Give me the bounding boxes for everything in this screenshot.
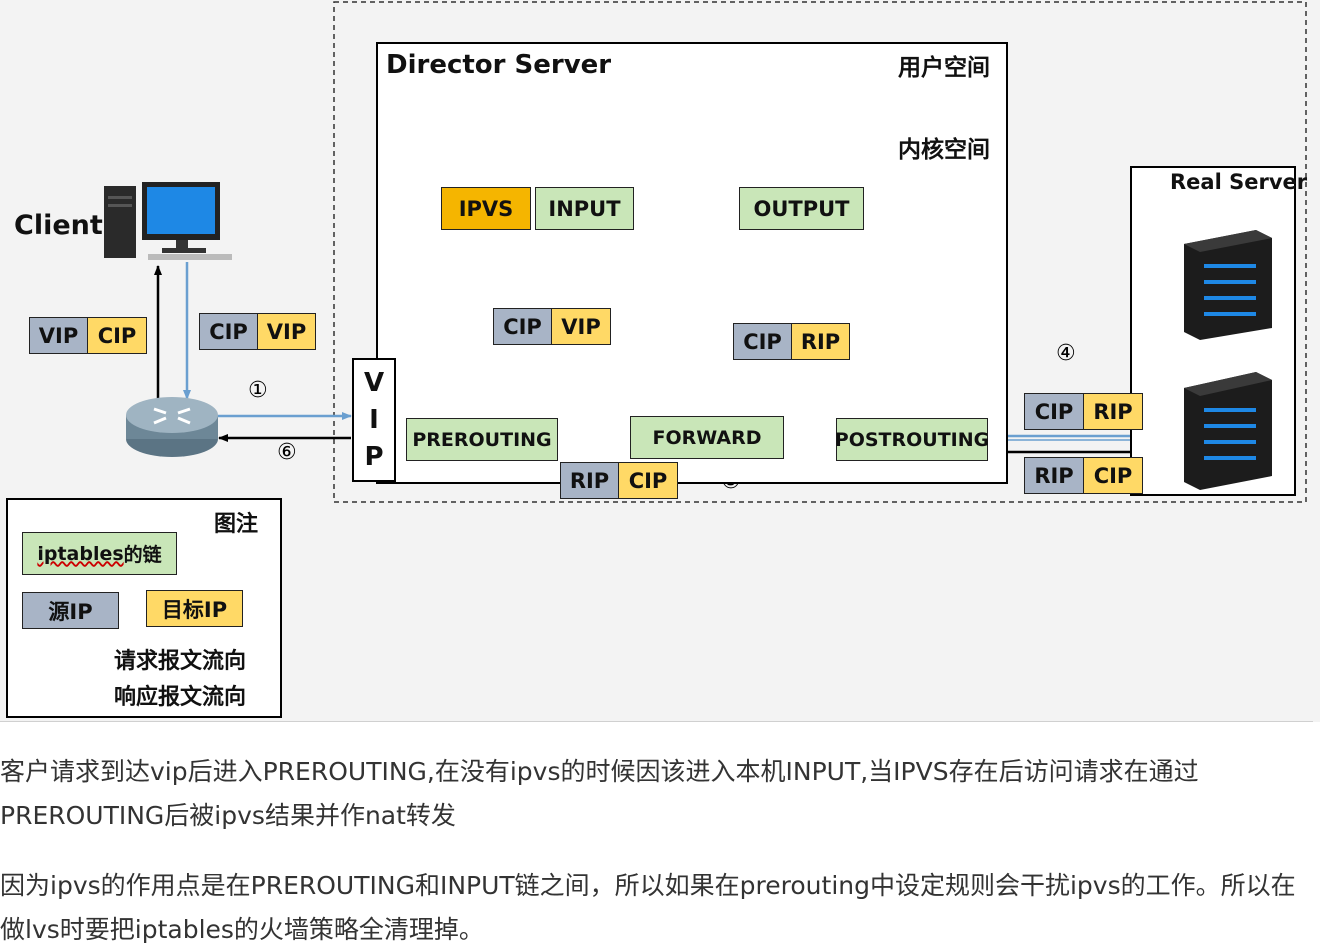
client-req-dst: VIP <box>257 313 316 350</box>
step3-src: CIP <box>733 323 792 360</box>
real-server-label: Real Server <box>1170 170 1308 194</box>
vip-interface: V I P <box>352 358 396 482</box>
legend-dst-swatch: 目标IP <box>146 590 243 627</box>
server-icon-bottom <box>1184 372 1272 490</box>
vip-letter-i: I <box>369 404 379 435</box>
computer-icon <box>104 182 232 260</box>
client-resp-src: VIP <box>29 317 88 354</box>
legend-response-label: 响应报文流向 <box>114 685 247 710</box>
step6-label: ⑥ <box>277 440 297 465</box>
figure-separator <box>0 721 1313 722</box>
step2-dst: VIP <box>551 308 611 345</box>
step2-src: CIP <box>493 308 552 345</box>
vip-letter-p: P <box>364 442 384 473</box>
step1-label: ① <box>248 378 268 403</box>
step4-src: CIP <box>1024 393 1084 430</box>
step3-dst: RIP <box>791 323 850 360</box>
kernel-space-label: 内核空间 <box>898 137 990 163</box>
legend-chain-suffix: 的链 <box>123 544 162 566</box>
ipvs-chain: IPVS <box>441 187 531 230</box>
client-req-src: CIP <box>199 313 258 350</box>
user-space-label: 用户空间 <box>898 55 990 81</box>
input-chain: INPUT <box>535 187 634 230</box>
prerouting-chain: PREROUTING <box>406 418 558 461</box>
legend-chain-prefix: iptables <box>37 542 124 565</box>
step5-dst: CIP <box>618 462 678 499</box>
step4-dst: RIP <box>1083 393 1143 430</box>
director-dashed-frame <box>333 1 1307 503</box>
director-server-box <box>376 42 1008 484</box>
real-resp-dst: CIP <box>1083 457 1143 494</box>
client-resp-dst: CIP <box>87 317 147 354</box>
server-icon-top <box>1184 230 1272 340</box>
vip-letter-v: V <box>363 367 385 398</box>
step4-label: ④ <box>1056 341 1076 366</box>
legend-request-label: 请求报文流向 <box>114 649 247 674</box>
lvs-nat-diagram: Client VIP CIP CIP VIP ① ② ③ ④ ⑤ ⑥ Direc… <box>0 0 1320 722</box>
legend-src-swatch: 源IP <box>22 592 119 629</box>
forward-chain: FORWARD <box>630 416 784 459</box>
output-chain: OUTPUT <box>739 187 864 230</box>
legend-title: 图注 <box>214 512 259 537</box>
router-icon <box>126 397 218 457</box>
postrouting-chain: POSTROUTING <box>835 418 989 461</box>
step5-src: RIP <box>560 462 619 499</box>
paragraph-1: 客户请求到达vip后进入PREROUTING,在没有ipvs的时候因该进入本机I… <box>0 757 1199 830</box>
paragraph-2: 因为ipvs的作用点是在PREROUTING和INPUT链之间，所以如果在pre… <box>0 871 1296 944</box>
client-label: Client <box>14 210 103 241</box>
real-resp-src: RIP <box>1024 457 1084 494</box>
director-title: Director Server <box>386 50 612 80</box>
